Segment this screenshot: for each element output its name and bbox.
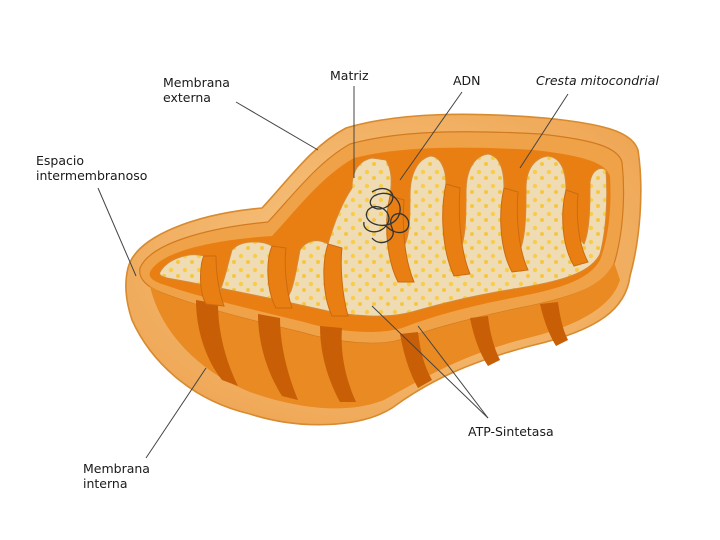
label-adn: ADN bbox=[453, 73, 481, 88]
label-cresta-mitocondrial: Cresta mitocondrial bbox=[536, 73, 659, 88]
label-membrana-externa: Membrana externa bbox=[163, 75, 230, 105]
label-atp-sintetasa: ATP-Sintetasa bbox=[468, 424, 554, 439]
label-espacio-intermembranoso: Espacio intermembranoso bbox=[36, 153, 147, 183]
label-membrana-interna: Membrana interna bbox=[83, 461, 150, 491]
label-matriz: Matriz bbox=[330, 68, 369, 83]
